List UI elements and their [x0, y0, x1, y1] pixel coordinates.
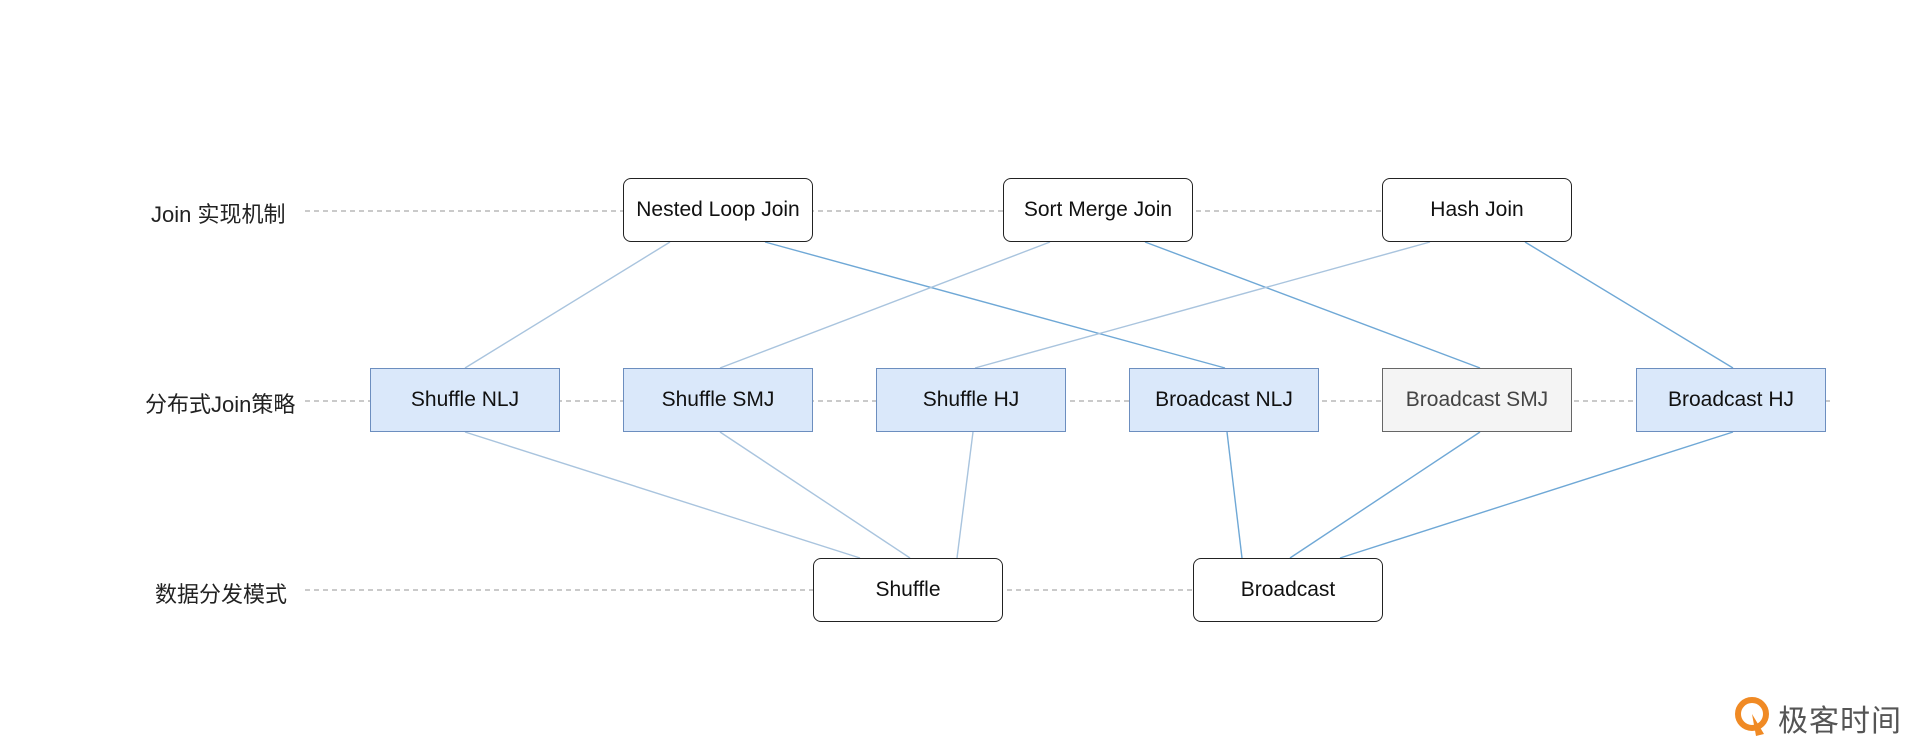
- node-broadcast[interactable]: Broadcast: [1193, 558, 1383, 622]
- edge-shuffle-smj-shuffle: [719, 431, 911, 559]
- node-sort-merge-join[interactable]: Sort Merge Join: [1003, 178, 1193, 242]
- row-label-strategy: 分布式Join策略: [145, 392, 296, 417]
- node-shuffle[interactable]: Shuffle: [813, 558, 1003, 622]
- edge-broadcast-nlj-broadcast: [1226, 431, 1243, 559]
- row-label-mode: 数据分发模式: [155, 582, 288, 607]
- edge-hj-shuffle-hj: [974, 241, 1431, 369]
- node-broadcast-hj[interactable]: Broadcast HJ: [1636, 368, 1826, 432]
- node-shuffle-nlj[interactable]: Shuffle NLJ: [370, 368, 560, 432]
- node-shuffle-hj[interactable]: Shuffle HJ: [876, 368, 1066, 432]
- node-broadcast-nlj[interactable]: Broadcast NLJ: [1129, 368, 1319, 432]
- node-broadcast-smj[interactable]: Broadcast SMJ: [1382, 368, 1572, 432]
- edge-smj-broadcast-smj: [1144, 241, 1481, 369]
- edge-nlj-broadcast-nlj: [764, 241, 1226, 369]
- edges: [464, 241, 1734, 559]
- node-nested-loop-join[interactable]: Nested Loop Join: [623, 178, 813, 242]
- node-hash-join[interactable]: Hash Join: [1382, 178, 1572, 242]
- edge-shuffle-nlj-shuffle: [464, 431, 861, 559]
- edge-nlj-shuffle-nlj: [464, 241, 671, 369]
- geektime-logo: 极客时间: [1734, 696, 1902, 740]
- geektime-logo-icon: [1735, 697, 1769, 736]
- edge-broadcast-hj-broadcast: [1339, 431, 1734, 559]
- row-label-mechanism: Join 实现机制: [151, 202, 286, 227]
- node-shuffle-smj[interactable]: Shuffle SMJ: [623, 368, 813, 432]
- edge-shuffle-hj-shuffle: [956, 431, 974, 559]
- edge-smj-shuffle-smj: [719, 241, 1051, 369]
- edge-broadcast-smj-broadcast: [1289, 431, 1481, 559]
- edge-hj-broadcast-hj: [1524, 241, 1734, 369]
- geektime-logo-text: 极客时间: [1778, 705, 1902, 738]
